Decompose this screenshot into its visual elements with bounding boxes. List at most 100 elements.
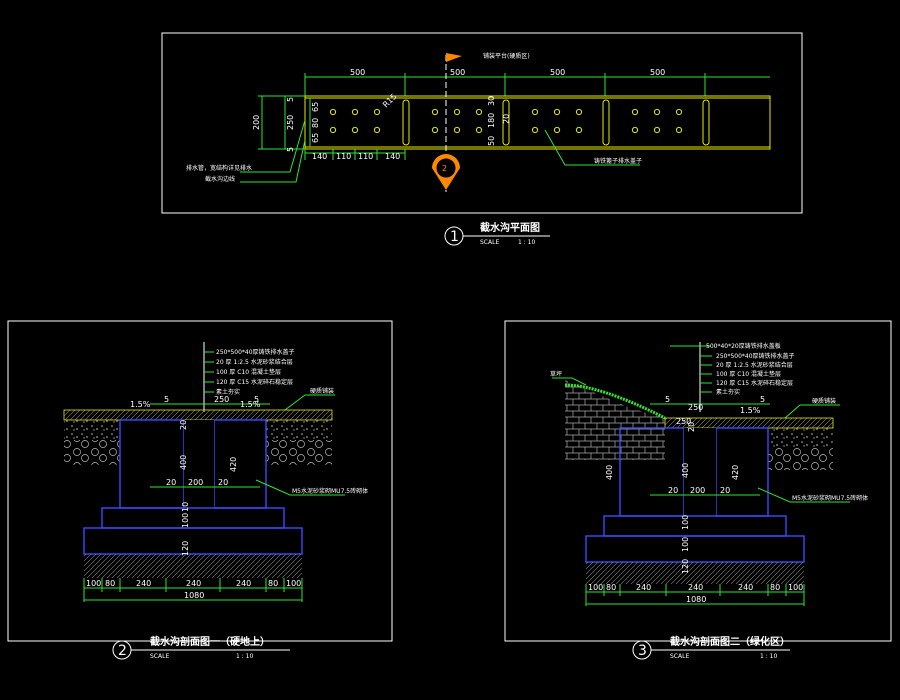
plan-mid-dim-3: 50 <box>487 136 496 146</box>
s2-v-dim-1: 100 <box>681 515 690 530</box>
drain-hole <box>653 108 661 116</box>
drain-hole <box>675 126 683 134</box>
plan-channel-outline <box>304 95 771 150</box>
s2-dim-top-3: 5 <box>760 395 765 404</box>
plan-drain-holes <box>329 108 683 134</box>
s2-scale-value: 1 : 10 <box>760 653 777 660</box>
plan-leader-2 <box>240 139 306 183</box>
s2-small-dim-1: 250 <box>676 417 691 426</box>
s2-layer-3: 20 厚 1:2.5 水泥砂浆结合层 <box>716 361 793 369</box>
section-2-frame <box>504 320 892 642</box>
plan-note-left-1: 排水管，宽结构详见排水 <box>186 164 252 172</box>
s2-layer-6: 素土夯实 <box>716 388 740 396</box>
s1-scale-value: 1 : 10 <box>236 653 253 660</box>
drain-hole <box>453 126 461 134</box>
plan-inner-dim-3: 65 <box>311 133 320 143</box>
drain-hole <box>475 126 483 134</box>
drain-hole <box>553 108 561 116</box>
s2-layer-4: 100 厚 C10 混凝土垫层 <box>716 370 781 378</box>
s2-right-note: 硬质铺装 <box>812 397 836 405</box>
s2-title: 截水沟剖面图二（绿化区） <box>670 635 790 648</box>
s2-wall-right <box>715 427 769 517</box>
s1-wall-left <box>119 419 185 509</box>
s1-small-20: 20 <box>179 420 188 430</box>
s1-right-note: 硬质铺装 <box>310 387 334 395</box>
s1-bottom-1: 100 <box>86 579 101 588</box>
s1-mid-dim-1: 20 <box>166 478 176 487</box>
s2-channel <box>684 428 716 516</box>
s2-bottom-6: 80 <box>770 583 780 592</box>
s1-stone-left <box>64 440 120 465</box>
s1-mid-dim-3: 20 <box>218 478 228 487</box>
drain-hole <box>531 108 539 116</box>
plan-dim-top-1: 500 <box>350 68 365 77</box>
s1-paving <box>63 409 333 421</box>
section-1-frame <box>7 320 393 642</box>
drain-hole <box>575 108 583 116</box>
plan-inner-dim-1: 65 <box>311 102 320 112</box>
s2-title-number: 3 <box>638 643 647 659</box>
drain-hole <box>351 108 359 116</box>
s1-bottom-4: 240 <box>186 579 201 588</box>
plan-flag-label: 铺装平台(硬质区) <box>483 52 530 60</box>
plan-title: 截水沟平面图 <box>480 221 540 234</box>
plan-dim-top-2: 500 <box>450 68 465 77</box>
section-symbol-icon <box>432 154 460 190</box>
plan-left-dim-3: 5 <box>286 147 295 152</box>
plan-inner-dim-2: 80 <box>311 118 320 128</box>
s2-left-note: 草坪 <box>550 370 562 378</box>
plan-left-dim-2: 250 <box>286 115 295 130</box>
drain-hole <box>453 108 461 116</box>
s1-slope-left: 1.5% <box>130 400 151 409</box>
s2-mid-dim-3: 20 <box>720 486 730 495</box>
plan-note-right: 铸铁篦子排水盖子 <box>594 157 642 165</box>
s1-soil <box>84 554 302 578</box>
s2-gravel-base <box>585 535 805 563</box>
s2-bottom-1: 100 <box>588 583 603 592</box>
s2-bottom-4: 240 <box>688 583 703 592</box>
plan-title-number: 1 <box>450 229 459 245</box>
s1-bottom-5: 240 <box>236 579 251 588</box>
drain-hole <box>329 126 337 134</box>
s1-v-dim-3: 120 <box>181 541 190 556</box>
drain-hole <box>373 108 381 116</box>
s2-bottom-7: 100 <box>788 583 803 592</box>
s2-mid-dim-2: 200 <box>690 486 705 495</box>
drain-hole <box>475 108 483 116</box>
s1-stone-right <box>266 440 332 465</box>
s2-layer-5: 120 厚 C15 水泥碎石稳定层 <box>716 379 793 387</box>
s2-slope: 1.5% <box>740 406 761 415</box>
plan-left-dim-1: 5 <box>286 97 295 102</box>
s1-channel <box>184 420 214 508</box>
s2-bottom-2: 80 <box>606 583 616 592</box>
s2-h400-inner: 400 <box>681 463 690 478</box>
s2-layer-1: 500*40*20厚铸铁排水盖板 <box>706 342 781 350</box>
drain-hole <box>531 126 539 134</box>
plan-center-label: 20 <box>502 114 511 124</box>
plan-radius-label: R15 <box>381 92 399 110</box>
plan-section-mark: 2 <box>442 164 447 173</box>
s1-layer-2: 20 厚 1:2.5 水泥砂浆结合层 <box>216 358 293 366</box>
plan-dim-top-3: 500 <box>550 68 565 77</box>
s1-gravel-right <box>266 420 332 440</box>
s1-bottom-7: 100 <box>286 579 301 588</box>
drain-hole <box>631 126 639 134</box>
s1-dim-top-1: 5 <box>164 395 169 404</box>
plan-view: 500 500 500 500 200 5 250 5 65 80 65 30 … <box>161 32 803 246</box>
s2-dim-top-2: 250 <box>688 403 703 412</box>
flag-icon <box>446 53 462 62</box>
s2-wall-note: M5水泥砂浆砌MU7.5砖砌体 <box>792 494 868 502</box>
s1-title: 截水沟剖面图一（硬地上） <box>150 635 270 648</box>
s2-layer-2: 250*500*40厚铸铁排水盖子 <box>716 352 795 360</box>
drain-hole <box>631 108 639 116</box>
section-2: 500*40*20厚铸铁排水盖板 250*500*40厚铸铁排水盖子 20 厚 … <box>504 320 892 660</box>
plan-note-left-2: 截水沟边线 <box>205 175 235 183</box>
s1-wall-right <box>213 419 267 509</box>
s2-h420: 420 <box>731 465 740 480</box>
s2-scale-label: SCALE <box>670 653 689 660</box>
s1-gravel-left <box>64 420 120 440</box>
s2-v-dim-3: 120 <box>681 559 690 574</box>
s1-layer-1: 250*500*40厚铸铁排水盖子 <box>216 348 295 356</box>
plan-bottom-dim-2: 110 <box>336 152 351 161</box>
